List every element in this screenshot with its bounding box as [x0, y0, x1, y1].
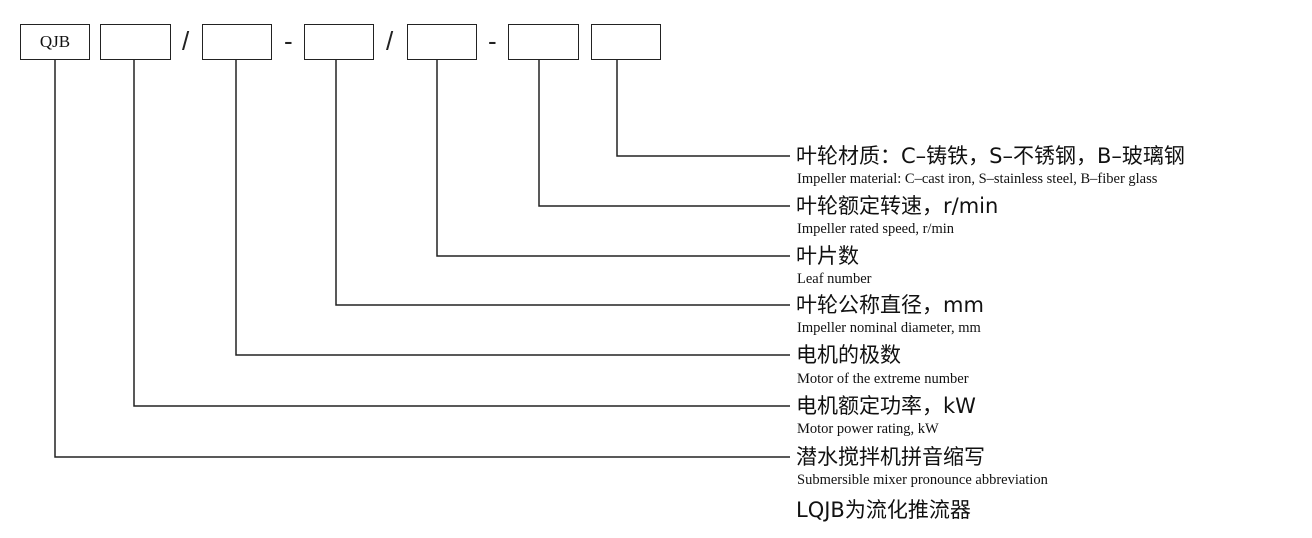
desc-motor-power-zh: 电机额定功率，kW [796, 394, 976, 418]
desc-impeller-speed-zh: 叶轮额定转速，r/min [796, 194, 999, 218]
connector-abbreviation [54, 60, 790, 458]
footnote-lqjb: LQJB为流化推流器 [796, 498, 971, 522]
code-separator-3: / [386, 26, 394, 56]
connector-impeller-speed [538, 60, 790, 207]
connector-impeller-material [616, 60, 790, 157]
code-box-diameter [304, 24, 374, 60]
desc-impeller-speed-en: Impeller rated speed, r/min [797, 221, 955, 237]
code-box-poles [202, 24, 272, 60]
connector-impeller-diameter [335, 60, 790, 306]
code-box-power [100, 24, 171, 60]
code-separator-2: - [284, 26, 293, 56]
connector-leaf-number [436, 60, 790, 257]
code-box-speed [508, 24, 579, 60]
desc-motor-poles-en: Motor of the extreme number [797, 371, 969, 387]
desc-impeller-diameter-zh: 叶轮公称直径，mm [796, 293, 984, 317]
connector-motor-poles [235, 60, 790, 356]
desc-motor-poles-zh: 电机的极数 [796, 343, 901, 367]
desc-abbreviation-en: Submersible mixer pronounce abbreviation [797, 472, 1048, 488]
code-prefix-label: QJB [39, 32, 71, 51]
desc-impeller-diameter-en: Impeller nominal diameter, mm [797, 320, 981, 336]
desc-impeller-material-zh: 叶轮材质：C–铸铁，S–不锈钢，B–玻璃钢 [796, 144, 1185, 168]
code-box-prefix: QJB [20, 24, 90, 60]
code-separator-4: - [488, 26, 497, 56]
desc-impeller-material-en: Impeller material: C–cast iron, S–stainl… [797, 171, 1158, 187]
desc-leaf-number-zh: 叶片数 [796, 244, 859, 268]
desc-abbreviation-zh: 潜水搅拌机拼音缩写 [796, 445, 985, 469]
connector-motor-power [133, 60, 790, 407]
desc-leaf-number-en: Leaf number [797, 271, 872, 287]
code-separator-1: / [182, 26, 190, 56]
code-box-leaf-number [407, 24, 477, 60]
desc-motor-power-en: Motor power rating, kW [797, 421, 939, 437]
code-box-material [591, 24, 661, 60]
